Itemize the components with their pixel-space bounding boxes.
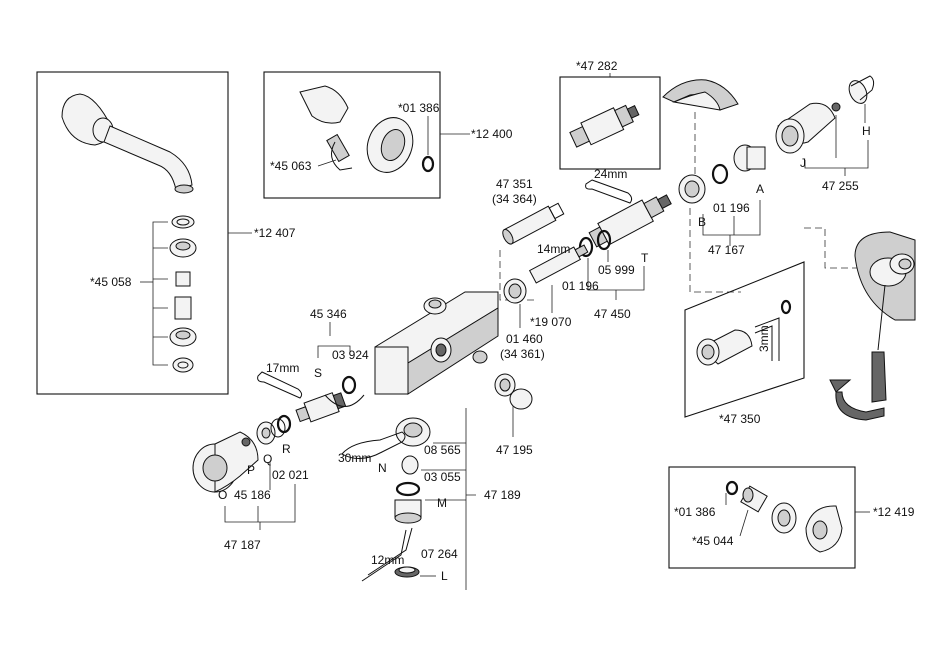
label-T: T xyxy=(641,251,649,265)
label-P: P xyxy=(247,463,255,477)
label-47189: 47 189 xyxy=(484,488,521,502)
label-47350: *47 350 xyxy=(719,412,761,426)
label-Q: Q xyxy=(263,452,272,466)
tube-47351 xyxy=(501,202,565,246)
label-19070: *19 070 xyxy=(530,315,572,329)
allen-key-icon: 3mm xyxy=(755,318,779,361)
label-45044: *45 044 xyxy=(692,534,734,548)
handle-sleeve-J: J xyxy=(776,103,840,170)
label-45058: *45 058 xyxy=(90,275,132,289)
cartridge-47282-box: *47 282 xyxy=(560,59,660,169)
label-mm14: 14mm xyxy=(537,242,570,256)
nut-01460 xyxy=(504,279,526,303)
cartridge-M xyxy=(395,500,421,523)
label-12407: *12 407 xyxy=(254,226,296,240)
label-O: O xyxy=(218,488,227,502)
filter-L xyxy=(395,567,419,577)
stem-parts-PQR xyxy=(257,416,290,444)
label-01386b: *01 386 xyxy=(674,505,716,519)
shower-arm-icon xyxy=(62,94,193,193)
cartridge-S xyxy=(295,390,347,425)
spanner-17mm: 17mm xyxy=(258,361,302,398)
control-knob-icon xyxy=(193,432,258,492)
dashed-guide-d xyxy=(804,228,860,268)
label-02021: 02 021 xyxy=(272,468,309,482)
kit-12400-box: *12 400 *45 063 *01 386 xyxy=(264,72,513,198)
bracket-45058: *45 058 xyxy=(90,222,168,365)
part-N xyxy=(402,456,418,474)
label-47167: 47 167 xyxy=(708,243,745,257)
label-08565: 08 565 xyxy=(424,443,461,457)
label-mm12: 12mm xyxy=(371,553,404,567)
label-45186: 45 186 xyxy=(234,488,271,502)
label-L: L xyxy=(441,569,448,583)
kit-12419-box: *12 419 *01 386 *45 044 xyxy=(669,467,915,568)
tool-kit-47350-box: *47 350 3mm xyxy=(685,262,804,426)
label-34361: (34 361) xyxy=(500,347,545,361)
label-47282: *47 282 xyxy=(576,59,618,73)
label-05999: 05 999 xyxy=(598,263,635,277)
label-12400: *12 400 xyxy=(471,127,513,141)
label-01386a: *01 386 xyxy=(398,101,440,115)
label-47187: 47 187 xyxy=(224,538,261,552)
fitting-45044 xyxy=(741,486,767,512)
shower-arm-fittings xyxy=(170,216,196,372)
label-mm17: 17mm xyxy=(266,361,299,375)
oring-03055 xyxy=(397,483,419,495)
ring-A-B: B A 01 196 47 167 xyxy=(679,145,765,257)
cartridge-assembly-T xyxy=(587,189,674,251)
label-07264: 07 264 xyxy=(421,547,458,561)
label-47195: 47 195 xyxy=(496,443,533,457)
label-03055: 03 055 xyxy=(424,470,461,484)
label-01196c: 01 196 xyxy=(713,201,750,215)
spanner-30mm: 30mm xyxy=(338,432,405,465)
label-34364: (34 364) xyxy=(492,192,537,206)
mixer-body-icon xyxy=(375,292,498,394)
bracket-47255 xyxy=(805,140,868,176)
label-M: M xyxy=(437,496,447,510)
label-03924: 03 924 xyxy=(332,348,369,362)
label-mm30: 30mm xyxy=(338,451,371,465)
cap-H: H xyxy=(846,76,874,138)
label-12419: *12 419 xyxy=(873,505,915,519)
label-01196b: 01 196 xyxy=(562,279,599,293)
label-47351: 47 351 xyxy=(496,177,533,191)
label-45346: 45 346 xyxy=(310,307,347,321)
label-S: S xyxy=(314,366,322,380)
label-H: H xyxy=(862,124,871,138)
spanner-24mm: 24mm xyxy=(586,167,632,203)
label-B: B xyxy=(698,215,706,229)
plug-47195: 47 195 xyxy=(495,374,533,457)
wall-installation xyxy=(855,232,915,320)
sleeve-part xyxy=(697,330,752,365)
label-mm24: 24mm xyxy=(594,167,627,181)
label-01460: 01 460 xyxy=(506,332,543,346)
label-47450: 47 450 xyxy=(594,307,631,321)
oring-03924 xyxy=(343,377,355,393)
cap-cover xyxy=(663,80,738,110)
label-N: N xyxy=(378,461,387,475)
label-47255: 47 255 xyxy=(822,179,859,193)
thermostat-cartridge-icon xyxy=(568,99,642,150)
shower-arm-kit-box: *12 407 *45 058 xyxy=(37,72,296,394)
label-45063: *45 063 xyxy=(270,159,312,173)
label-mm3: 3mm xyxy=(757,325,771,352)
label-A: A xyxy=(756,182,764,196)
label-R: R xyxy=(282,442,291,456)
